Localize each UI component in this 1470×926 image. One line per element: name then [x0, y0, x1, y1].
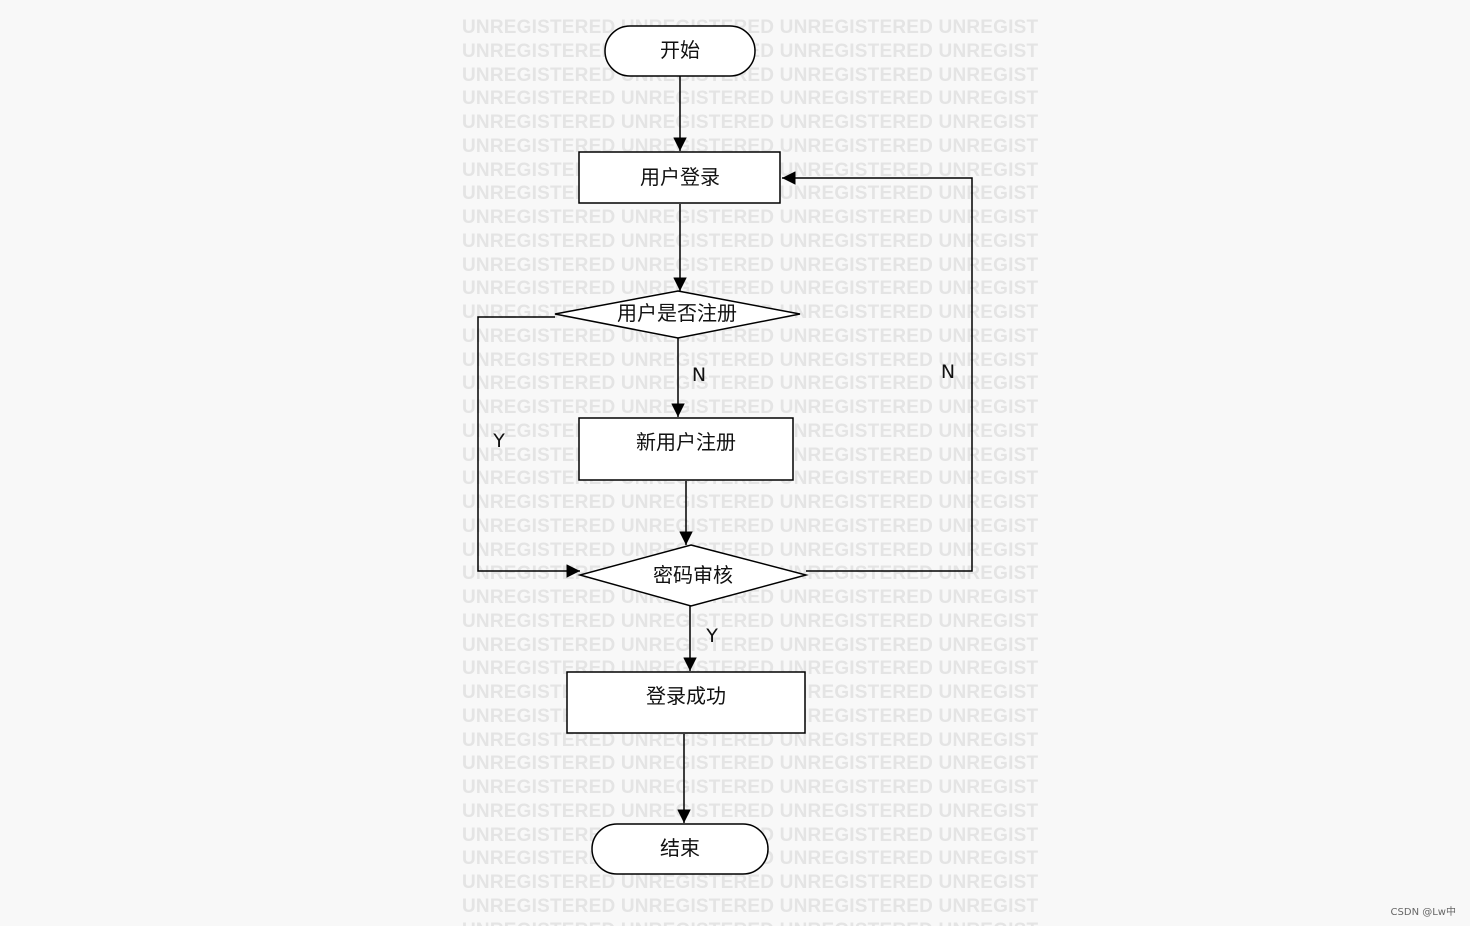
login-success-process [566, 671, 806, 734]
register-label: 新用户注册 [636, 430, 736, 454]
password-ok-label: Y [705, 625, 718, 647]
register-process [578, 417, 794, 481]
end-label: 结束 [660, 836, 700, 860]
login-label: 用户登录 [640, 165, 720, 189]
registered-decision [554, 290, 801, 339]
registered-decision-label: 用户是否注册 [617, 301, 737, 325]
edge-check-password [477, 316, 580, 578]
csdn-credit: CSDN @Lw中 [1390, 907, 1456, 918]
edge-password-login [782, 171, 973, 572]
password-decision-label: 密码审核 [653, 563, 733, 587]
start-label: 开始 [660, 38, 700, 62]
end-terminator [591, 823, 769, 875]
registered-label: Y [492, 430, 505, 452]
login-process [578, 151, 781, 204]
login-success-label: 登录成功 [646, 684, 726, 708]
password-fail-label: N [941, 361, 955, 383]
not-registered-label: N [692, 364, 706, 386]
password-decision [577, 544, 809, 607]
start-terminator [604, 25, 756, 77]
